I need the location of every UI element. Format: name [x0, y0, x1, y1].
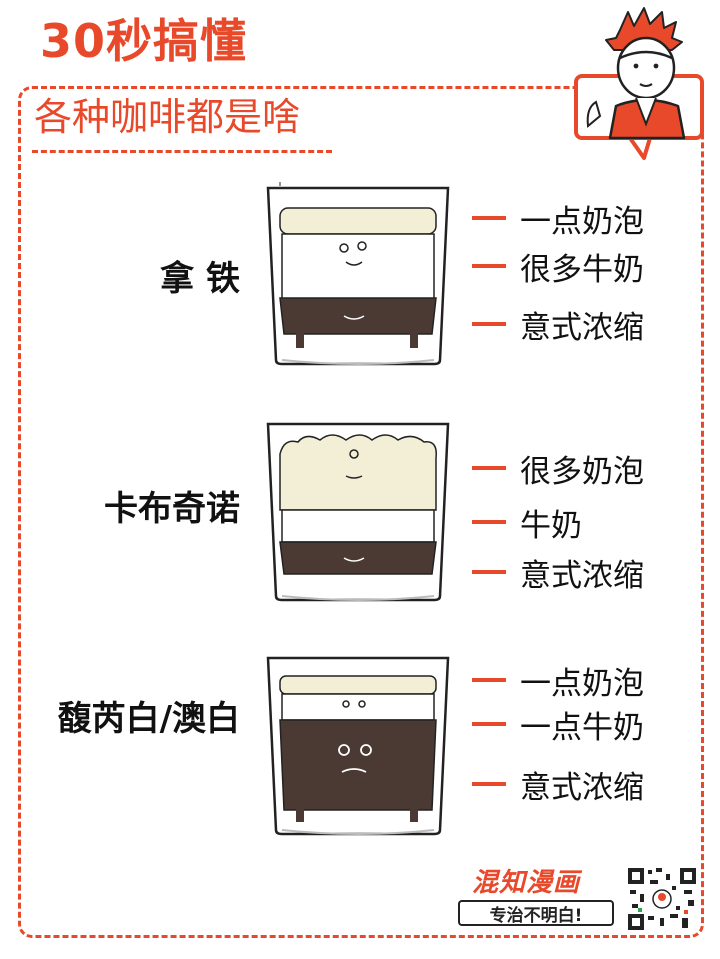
page-title: 30秒搞懂	[40, 14, 248, 68]
mascot-icon	[574, 7, 704, 160]
latte-layer-espresso: 意式浓缩	[472, 304, 644, 346]
dashed-frame	[18, 86, 704, 938]
drink-name-latte: 拿 铁	[160, 259, 240, 299]
flat-white-layer-foam: 一点奶泡	[472, 660, 644, 702]
latte-layer-milk: 很多牛奶	[472, 246, 644, 288]
drink-name-flat-white: 馥芮白/澳白	[57, 699, 240, 739]
layer-pointer	[472, 466, 506, 470]
cappuccino-layer-foam: 很多奶泡	[472, 448, 644, 490]
qr-code-icon	[626, 866, 698, 932]
layer-pointer	[472, 678, 506, 682]
subtitle-underline	[32, 150, 332, 153]
layer-pointer	[472, 722, 506, 726]
cappuccino-layer-espresso: 意式浓缩	[472, 552, 644, 594]
latte-layer-foam: 一点奶泡	[472, 198, 644, 240]
espresso-face-icon	[338, 744, 372, 773]
cappuccino-cup-illustration	[266, 422, 450, 602]
foam-face-icon	[345, 449, 363, 479]
foam-face-icon	[342, 700, 366, 708]
foam-face-icon	[339, 241, 367, 266]
drink-name-cappuccino: 卡布奇诺	[104, 489, 240, 529]
flat-white-layer-espresso: 意式浓缩	[472, 764, 644, 806]
espresso-face-icon	[343, 315, 365, 320]
flat-white-layer-milk: 一点牛奶	[472, 704, 644, 746]
brand-logo: 混知漫画 专治不明白!	[450, 862, 630, 932]
flat-white-cup-illustration	[266, 656, 450, 836]
layer-pointer	[472, 264, 506, 268]
brand-name: 混知漫画	[472, 868, 581, 898]
layer-pointer	[472, 520, 506, 524]
cappuccino-layer-milk: 牛奶	[472, 502, 582, 544]
brand-slogan: 专治不明白!	[458, 900, 614, 926]
espresso-face-icon	[343, 557, 365, 562]
layer-pointer	[472, 322, 506, 326]
layer-pointer	[472, 782, 506, 786]
layer-pointer	[472, 570, 506, 574]
layer-pointer	[472, 216, 506, 220]
latte-cup-illustration	[266, 182, 450, 366]
page-subtitle: 各种咖啡都是啥	[34, 95, 301, 139]
